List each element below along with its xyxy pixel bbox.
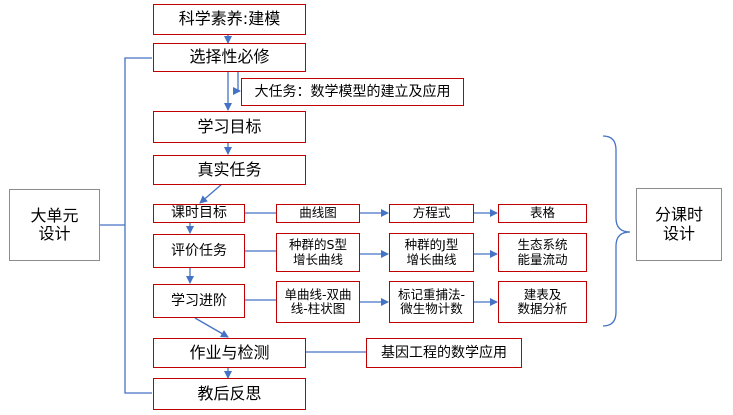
top-label: 科学素养:建模 bbox=[178, 9, 281, 29]
progress-box: 学习进阶 bbox=[153, 284, 245, 318]
row3-item-2-label: 标记重捕法- 微生物计数 bbox=[397, 286, 465, 316]
evaluation-box: 评价任务 bbox=[153, 234, 245, 268]
real-task-label: 真实任务 bbox=[197, 159, 262, 179]
left-bracket bbox=[124, 57, 152, 394]
row2-item-1: 种群的S型 增长曲线 bbox=[276, 233, 360, 272]
row1-item-2-label: 方程式 bbox=[412, 205, 451, 221]
row2-item-1-label: 种群的S型 增长曲线 bbox=[289, 237, 347, 267]
right-label-box: 分课时 设计 bbox=[636, 188, 722, 261]
right-brace bbox=[602, 135, 631, 327]
progress-label: 学习进阶 bbox=[171, 292, 227, 309]
left-label: 大单元 设计 bbox=[30, 205, 79, 243]
homework-label: 作业与检测 bbox=[189, 342, 270, 362]
left-label-box: 大单元 设计 bbox=[9, 189, 100, 261]
top-box: 科学素养:建模 bbox=[153, 4, 306, 35]
row1-item-3: 表格 bbox=[498, 204, 587, 223]
evaluation-label: 评价任务 bbox=[171, 242, 227, 259]
row3-item-1-label: 单曲线-双曲 线-柱状图 bbox=[284, 286, 352, 316]
reflection-label: 教后反思 bbox=[197, 383, 262, 403]
gene-app-box: 基因工程的数学应用 bbox=[366, 338, 522, 368]
goal-label: 学习目标 bbox=[197, 116, 262, 136]
class-goal-box: 课时目标 bbox=[153, 204, 245, 223]
row2-item-3-label: 生态系统 能量流动 bbox=[517, 237, 568, 267]
row1-item-2: 方程式 bbox=[389, 204, 474, 223]
row1-item-1-label: 曲线图 bbox=[299, 205, 337, 221]
row2-item-2-label: 种群的J型 增长曲线 bbox=[404, 237, 459, 267]
row3-item-3-label: 建表及 数据分析 bbox=[517, 286, 568, 316]
gene-app-label: 基因工程的数学应用 bbox=[381, 344, 507, 361]
homework-box: 作业与检测 bbox=[153, 338, 306, 368]
course-box: 选择性必修 bbox=[153, 43, 306, 72]
row1-item-1: 曲线图 bbox=[276, 204, 360, 223]
right-label: 分课时 设计 bbox=[654, 205, 703, 243]
course-label: 选择性必修 bbox=[189, 47, 270, 67]
real-task-box: 真实任务 bbox=[153, 155, 306, 185]
row1-item-3-label: 表格 bbox=[529, 205, 555, 221]
row2-item-2: 种群的J型 增长曲线 bbox=[389, 233, 474, 272]
arrow-progress-to-homework bbox=[194, 317, 229, 338]
big-task-box: 大任务：数学模型的建立及应用 bbox=[241, 78, 464, 106]
big-task-label: 大任务：数学模型的建立及应用 bbox=[254, 83, 451, 100]
row3-item-3: 建表及 数据分析 bbox=[498, 281, 587, 323]
goal-box: 学习目标 bbox=[153, 111, 306, 143]
reflection-box: 教后反思 bbox=[153, 378, 306, 410]
class-goal-label: 课时目标 bbox=[171, 205, 227, 222]
arrow-realtask-to-classgoal bbox=[199, 183, 223, 204]
row3-item-2: 标记重捕法- 微生物计数 bbox=[389, 281, 474, 323]
row3-item-1: 单曲线-双曲 线-柱状图 bbox=[276, 281, 360, 323]
row2-item-3: 生态系统 能量流动 bbox=[498, 233, 587, 272]
